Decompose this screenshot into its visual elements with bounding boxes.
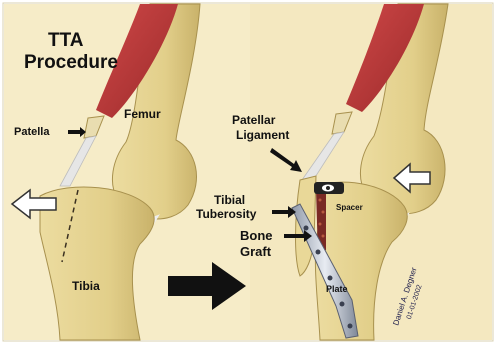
label-tibial-line-1: Tibial: [214, 193, 245, 207]
title-line-2: Procedure: [24, 52, 118, 73]
label-tuberosity-line-2: Tuberosity: [196, 207, 257, 221]
spacer-screw: [326, 186, 330, 190]
label-tibia: Tibia: [72, 279, 100, 293]
label-patellar-line-1: Patellar: [232, 113, 276, 127]
label-plate: Plate: [326, 284, 348, 294]
label-ligament-line-2: Ligament: [236, 128, 289, 142]
label-spacer: Spacer: [336, 203, 363, 212]
label-patella: Patella: [14, 126, 50, 138]
label-bone-line-1: Bone: [240, 228, 273, 243]
title-line-1: TTA: [48, 30, 84, 51]
label-femur: Femur: [124, 107, 161, 121]
label-graft-line-2: Graft: [240, 244, 272, 259]
